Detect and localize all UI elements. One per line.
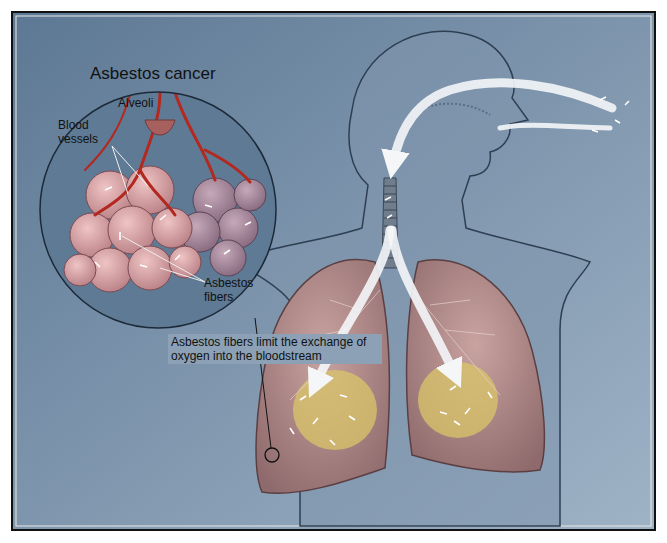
picture-frame bbox=[12, 12, 655, 530]
title: Asbestos cancer bbox=[90, 64, 216, 84]
part-label: Blood vessels bbox=[58, 118, 114, 146]
zoom-circle bbox=[40, 92, 276, 328]
inner-frame bbox=[16, 16, 651, 526]
nasal-passage bbox=[420, 104, 490, 115]
caption-note: Asbestos fibers limit the exchange of ox… bbox=[168, 334, 382, 364]
asbestos-fibers bbox=[290, 386, 492, 445]
label-leaders bbox=[112, 146, 205, 282]
blood-vessels bbox=[85, 92, 250, 215]
part-label: Asbestos fibers bbox=[204, 276, 260, 304]
part-label: Alveoli bbox=[118, 96, 188, 110]
right-lung bbox=[407, 260, 545, 472]
bronchiole bbox=[145, 120, 175, 135]
body-silhouette bbox=[240, 31, 590, 526]
diseased-tissue bbox=[293, 370, 377, 450]
zoom-marker bbox=[265, 448, 279, 462]
airborne-fibers bbox=[385, 97, 629, 218]
zoom-circle-border bbox=[40, 92, 276, 328]
asbestos-fibers bbox=[95, 187, 251, 267]
